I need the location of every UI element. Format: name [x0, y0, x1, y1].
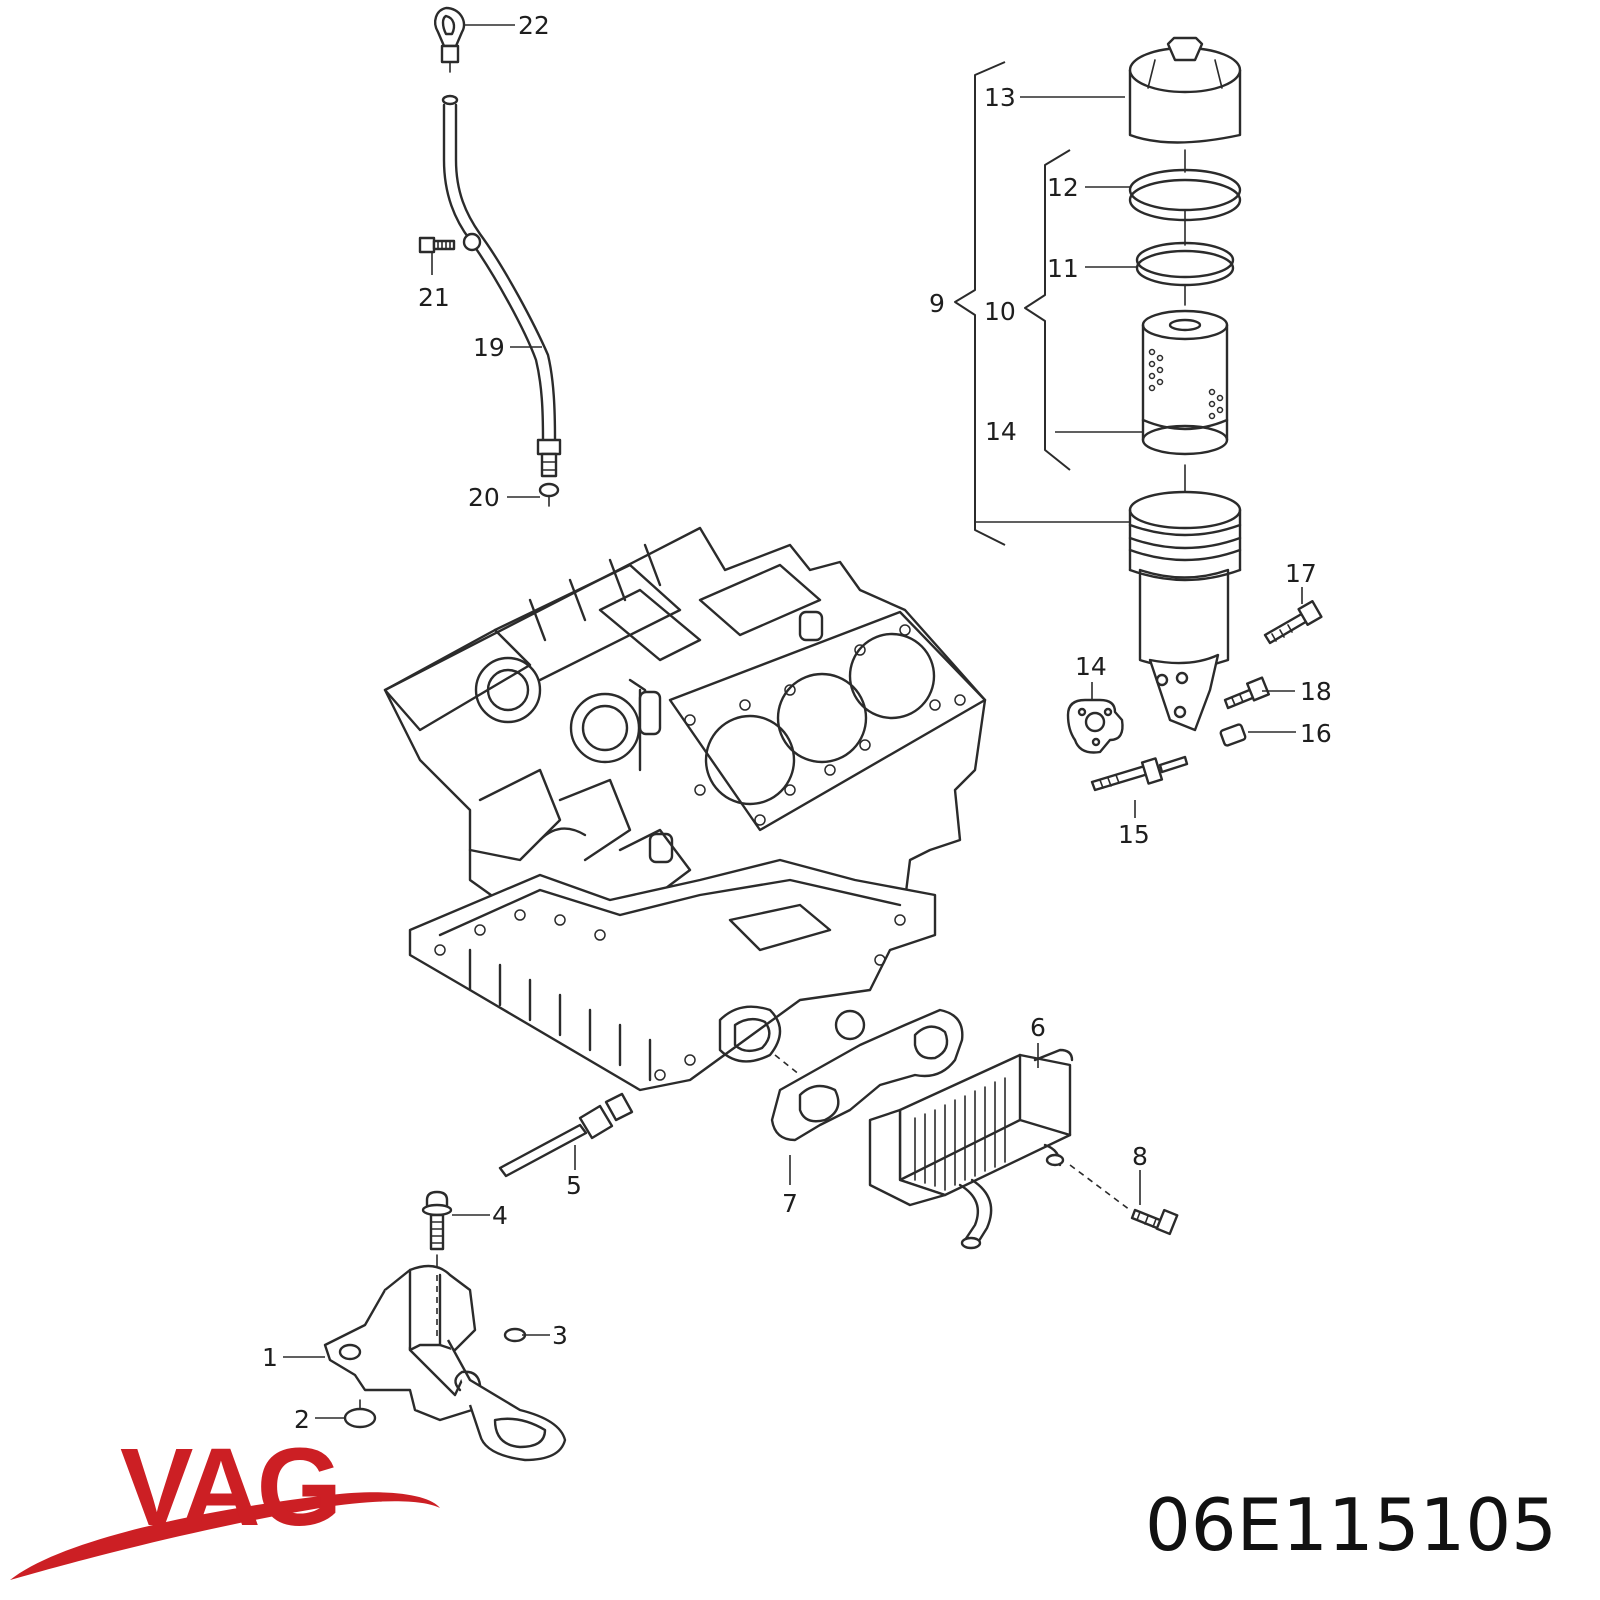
logo-swoosh — [10, 1492, 440, 1580]
engine-block — [383, 526, 987, 1092]
callout-16: 16 — [1300, 719, 1332, 748]
callout-14-lower: 14 — [1075, 652, 1107, 681]
callout-3: 3 — [552, 1321, 568, 1350]
callout-11: 11 — [1047, 254, 1079, 283]
callout-22: 22 — [518, 11, 550, 40]
callout-9: 9 — [929, 289, 945, 318]
callout-19: 19 — [473, 333, 505, 362]
callout-1: 1 — [262, 1343, 278, 1372]
callout-5: 5 — [566, 1171, 582, 1200]
callout-20: 20 — [468, 483, 500, 512]
callout-17: 17 — [1285, 559, 1317, 588]
vag-logo: VAG — [10, 1426, 440, 1580]
bracket-10 — [1024, 149, 1071, 471]
callout-6: 6 — [1030, 1013, 1046, 1042]
callout-8: 8 — [1132, 1142, 1148, 1171]
logo-text: VAG — [120, 1426, 338, 1549]
callout-21: 21 — [418, 283, 450, 312]
bracket-9 — [954, 61, 1006, 546]
callout-12: 12 — [1047, 173, 1079, 202]
callout-4: 4 — [492, 1201, 508, 1230]
oil-level-sensor — [498, 1092, 634, 1178]
callout-14-upper: 14 — [985, 417, 1017, 446]
leader-lines — [283, 24, 1303, 1419]
oil-cooler-assembly — [770, 1008, 1179, 1250]
callout-numbers: 1 2 3 4 5 6 7 8 9 10 11 12 13 14 14 15 1… — [262, 11, 1332, 1434]
callout-2: 2 — [294, 1405, 310, 1434]
oil-pump-assembly — [323, 1190, 567, 1462]
callout-7: 7 — [782, 1189, 798, 1218]
callout-10: 10 — [984, 297, 1016, 326]
callout-15: 15 — [1118, 820, 1150, 849]
callout-18: 18 — [1300, 677, 1332, 706]
part-number: 06E115105 — [1145, 1483, 1557, 1567]
dipstick-assembly — [418, 6, 562, 507]
oil-filter-assembly — [1066, 36, 1323, 792]
callout-13: 13 — [984, 83, 1016, 112]
